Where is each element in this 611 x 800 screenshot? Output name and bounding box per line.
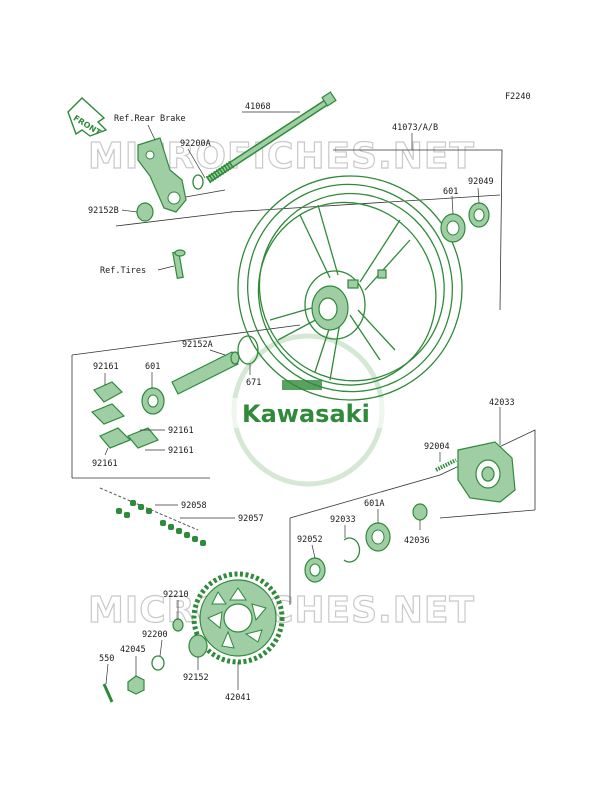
label-ref-rear-brake[interactable]: Ref.Rear Brake [114,114,186,124]
label-ref-tires[interactable]: Ref.Tires [100,266,146,276]
front-arrow-icon: FRONT [67,97,108,138]
label-92033[interactable]: 92033 [330,515,356,525]
label-92161-bottom[interactable]: 92161 [92,459,118,469]
label-92200a[interactable]: 92200A [180,139,211,149]
stud-92004 [435,458,457,472]
rear-sprocket [191,571,285,665]
circlip-92033 [343,537,361,563]
logo-text: Kawasaki [242,400,370,428]
label-92161-right[interactable]: 92161 [168,446,194,456]
bolt-92210 [172,618,184,632]
collar-92152a [171,351,240,395]
bearing-601-top [440,213,466,243]
label-92052[interactable]: 92052 [297,535,323,545]
label-41068[interactable]: 41068 [245,102,271,112]
damper-92161 [90,381,159,449]
bearing-601-left [141,387,165,415]
brake-bracket [137,137,187,213]
rear-wheel [237,175,463,401]
collar-42036 [412,503,428,521]
leader-lines [104,111,501,690]
sprocket-coupling [457,441,516,503]
seal-92049 [468,202,490,228]
o-ring-671 [237,335,259,365]
label-42041[interactable]: 42041 [225,693,251,703]
label-41073[interactable]: 41073/A/B [392,123,438,133]
label-92004[interactable]: 92004 [424,442,450,452]
label-550[interactable]: 550 [99,654,114,664]
kawasaki-logo: Kawasaki [230,333,386,487]
nut-42045 [127,675,145,695]
label-92058[interactable]: 92058 [181,501,207,511]
bearing-601a [365,522,391,552]
drive-chain [99,487,206,546]
label-42036[interactable]: 42036 [404,536,430,546]
axle [205,91,337,184]
label-601-top[interactable]: 601 [443,187,458,197]
label-92049[interactable]: 92049 [468,177,494,187]
label-42033[interactable]: 42033 [489,398,515,408]
tire-valve [172,249,186,280]
label-92161-top[interactable]: 92161 [93,362,119,372]
label-92152b[interactable]: 92152B [88,206,119,216]
label-92057[interactable]: 92057 [238,514,264,524]
label-92161-mid[interactable]: 92161 [168,426,194,436]
label-92210[interactable]: 92210 [163,590,189,600]
pin-550 [102,683,114,703]
label-42045[interactable]: 42045 [120,645,146,655]
assembly-frames [71,149,536,605]
collar-92152b [136,202,154,222]
label-92152a[interactable]: 92152A [182,340,213,350]
label-92200[interactable]: 92200 [142,630,168,640]
washer-92200 [151,655,165,671]
figure-code: F2240 [505,92,531,102]
label-671[interactable]: 671 [246,378,261,388]
seal-92052 [304,557,326,583]
washer-92200a [192,174,204,190]
label-601a[interactable]: 601A [364,499,384,509]
label-601-left[interactable]: 601 [145,362,160,372]
label-92152[interactable]: 92152 [183,673,209,683]
collar-92152 [188,634,208,658]
